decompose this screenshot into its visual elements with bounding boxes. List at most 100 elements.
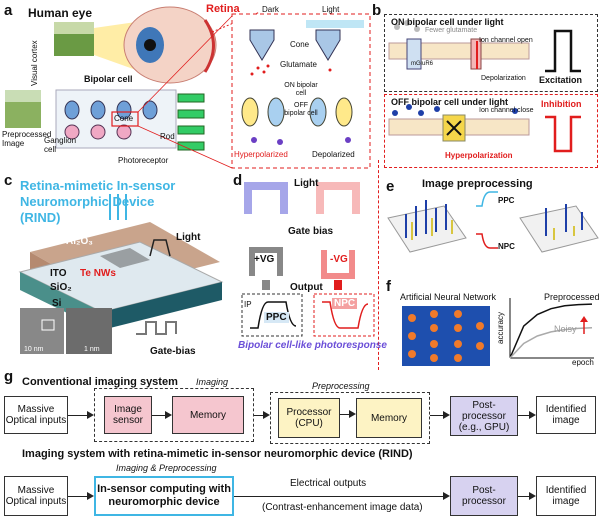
- ito-label: ITO: [50, 268, 67, 279]
- arrow-2: [152, 411, 172, 419]
- processor-box: Processor (CPU): [278, 398, 340, 438]
- scale-10nm: 10 nm: [24, 346, 44, 353]
- rod-label: Rod: [160, 132, 175, 141]
- npc-label: NPC: [332, 298, 358, 309]
- light-label-d: Light: [294, 178, 319, 189]
- excitation-label: Excitation: [539, 75, 583, 85]
- light-label-c: Light: [176, 232, 201, 243]
- device-illustration: [18, 194, 224, 354]
- bipolar-caption: Bipolar cell-like photoresponse: [238, 340, 387, 351]
- rind-title-1: Retina-mimetic In-sensor: [20, 178, 176, 193]
- panel-label-a: a: [4, 2, 13, 19]
- ion-open: Ion channel open: [479, 37, 533, 44]
- noisy-line: [509, 327, 593, 359]
- photoreceptor-label: Photoreceptor: [118, 156, 169, 165]
- panel-label-d: d: [233, 172, 243, 189]
- panel-e: Image preprocessing PPC NPC: [386, 178, 600, 278]
- plus-vg-label: +VG: [254, 254, 275, 265]
- memory-box: Memory: [172, 396, 244, 434]
- off-membrane-diagram: [388, 104, 581, 153]
- panel-f: Artificial Neural Network Preprocessed N…: [386, 278, 600, 370]
- accuracy-axis-label: accuracy: [496, 311, 505, 344]
- gate-bias-d: Gate bias: [288, 226, 334, 237]
- minus-vg-label: -VG: [330, 254, 348, 265]
- memory2-box: Memory: [356, 398, 422, 438]
- light-label: Light: [322, 5, 340, 14]
- imaging-label: Imaging: [196, 377, 229, 387]
- post-processor-box: Post-processor: [450, 476, 518, 516]
- output-label: Output: [290, 282, 323, 293]
- cone-zoom-label: Cone: [290, 40, 310, 49]
- ppc-label: PPC: [264, 312, 289, 323]
- cone-label: Cone: [114, 114, 134, 123]
- f-title: Artificial Neural Network: [400, 292, 497, 302]
- arrow-5: [430, 411, 450, 419]
- al2o3-label: Al₂O₃: [66, 236, 93, 247]
- arrow-7: [68, 492, 94, 500]
- epoch-axis-label: epoch: [572, 358, 594, 367]
- in-sensor-box: In-sensor computing with neuromorphic de…: [94, 476, 234, 516]
- hyperpolarization-label: Hyperpolarization: [445, 151, 513, 160]
- electrical-outputs-label: Electrical outputs: [290, 478, 367, 489]
- massive-optical-inputs-2: Massive Optical inputs: [4, 476, 68, 516]
- off-bipolar-label: OFF bipolar cell: [284, 102, 318, 117]
- te-nws-label: Te NWs: [80, 268, 116, 279]
- rind-title-2: Neuromorphic Device: [20, 194, 155, 209]
- gate-bias-label: Gate-bias: [150, 346, 196, 357]
- e-title: Image preprocessing: [422, 178, 533, 190]
- rind-title-3: (RIND): [20, 210, 61, 225]
- bipolar-cell-label: Bipolar cell: [84, 74, 133, 84]
- identified-image-box-2: Identified image: [536, 476, 596, 516]
- arrow-8: [234, 492, 450, 500]
- identified-image-box: Identified image: [536, 396, 596, 434]
- retina-illustration: [5, 6, 371, 169]
- arrow-3: [254, 411, 270, 419]
- on-title: ON bipolar cell under light: [391, 17, 504, 27]
- conv-title: Conventional imaging system: [22, 376, 178, 388]
- off-bipolar-panel: OFF bipolar cell under light Ion channel…: [384, 94, 598, 168]
- inhibition-label: Inhibition: [541, 99, 582, 109]
- contrast-label: (Contrast-enhancement image data): [262, 502, 423, 513]
- hyperpolarized-label: Hyperpolarized: [234, 150, 288, 159]
- noisy-legend: Noisy: [554, 324, 577, 334]
- panel-label-e: e: [386, 178, 395, 195]
- panel-a: Human eye Retina Visual cortex Bipolar c…: [0, 0, 372, 170]
- preprocessed-line: [509, 303, 593, 359]
- panel-label-g: g: [4, 368, 14, 385]
- mglur6-label: mGluR6: [411, 61, 434, 67]
- fewer-glutamate: Fewer glutamate: [425, 27, 478, 34]
- depolarized-label: Depolarized: [312, 150, 355, 159]
- preprocessing-plots: [387, 191, 599, 253]
- preprocessed-image-label: Preprocessed Image: [2, 130, 52, 148]
- rind-system-title: Imaging system with retina-mimetic in-se…: [22, 448, 413, 460]
- retina-label: Retina: [206, 3, 240, 15]
- e-ppc: PPC: [498, 196, 515, 205]
- on-bipolar-label: ON bipolar cell: [284, 82, 318, 97]
- ann-diagram: [402, 306, 490, 366]
- ip-label: IP: [244, 300, 252, 309]
- preprocessing-group: [270, 392, 430, 444]
- on-membrane-diagram: [388, 20, 581, 73]
- human-eye-label: Human eye: [28, 6, 93, 20]
- ion-close: Ion channel close: [479, 107, 534, 114]
- red-connector: [378, 160, 379, 370]
- sio2-label: SiO₂: [50, 282, 72, 293]
- accuracy-chart: [509, 298, 594, 359]
- panel-label-c: c: [4, 172, 13, 189]
- arrow-4: [340, 410, 356, 418]
- dark-label: Dark: [262, 5, 279, 14]
- depolarization-label: Depolarization: [481, 75, 526, 82]
- scale-1nm: 1 nm: [84, 346, 100, 353]
- massive-optical-inputs: Massive Optical inputs: [4, 396, 68, 434]
- si-label: Si: [52, 298, 62, 309]
- arrow-9: [518, 492, 536, 500]
- photoresponse-diagram: [241, 182, 375, 337]
- preprocessing-label: Preprocessing: [312, 381, 370, 391]
- post-processor-gpu-box: Post-processor (e.g., GPU): [450, 396, 518, 436]
- imaging-preprocessing-label: Imaging & Preprocessing: [116, 463, 217, 473]
- arrow-6: [518, 411, 536, 419]
- panel-label-b: b: [372, 2, 382, 19]
- preprocessed-legend: Preprocessed: [544, 292, 600, 302]
- image-sensor-box: Image sensor: [104, 396, 152, 434]
- panel-c: Retina-mimetic In-sensor Neuromorphic De…: [0, 170, 232, 370]
